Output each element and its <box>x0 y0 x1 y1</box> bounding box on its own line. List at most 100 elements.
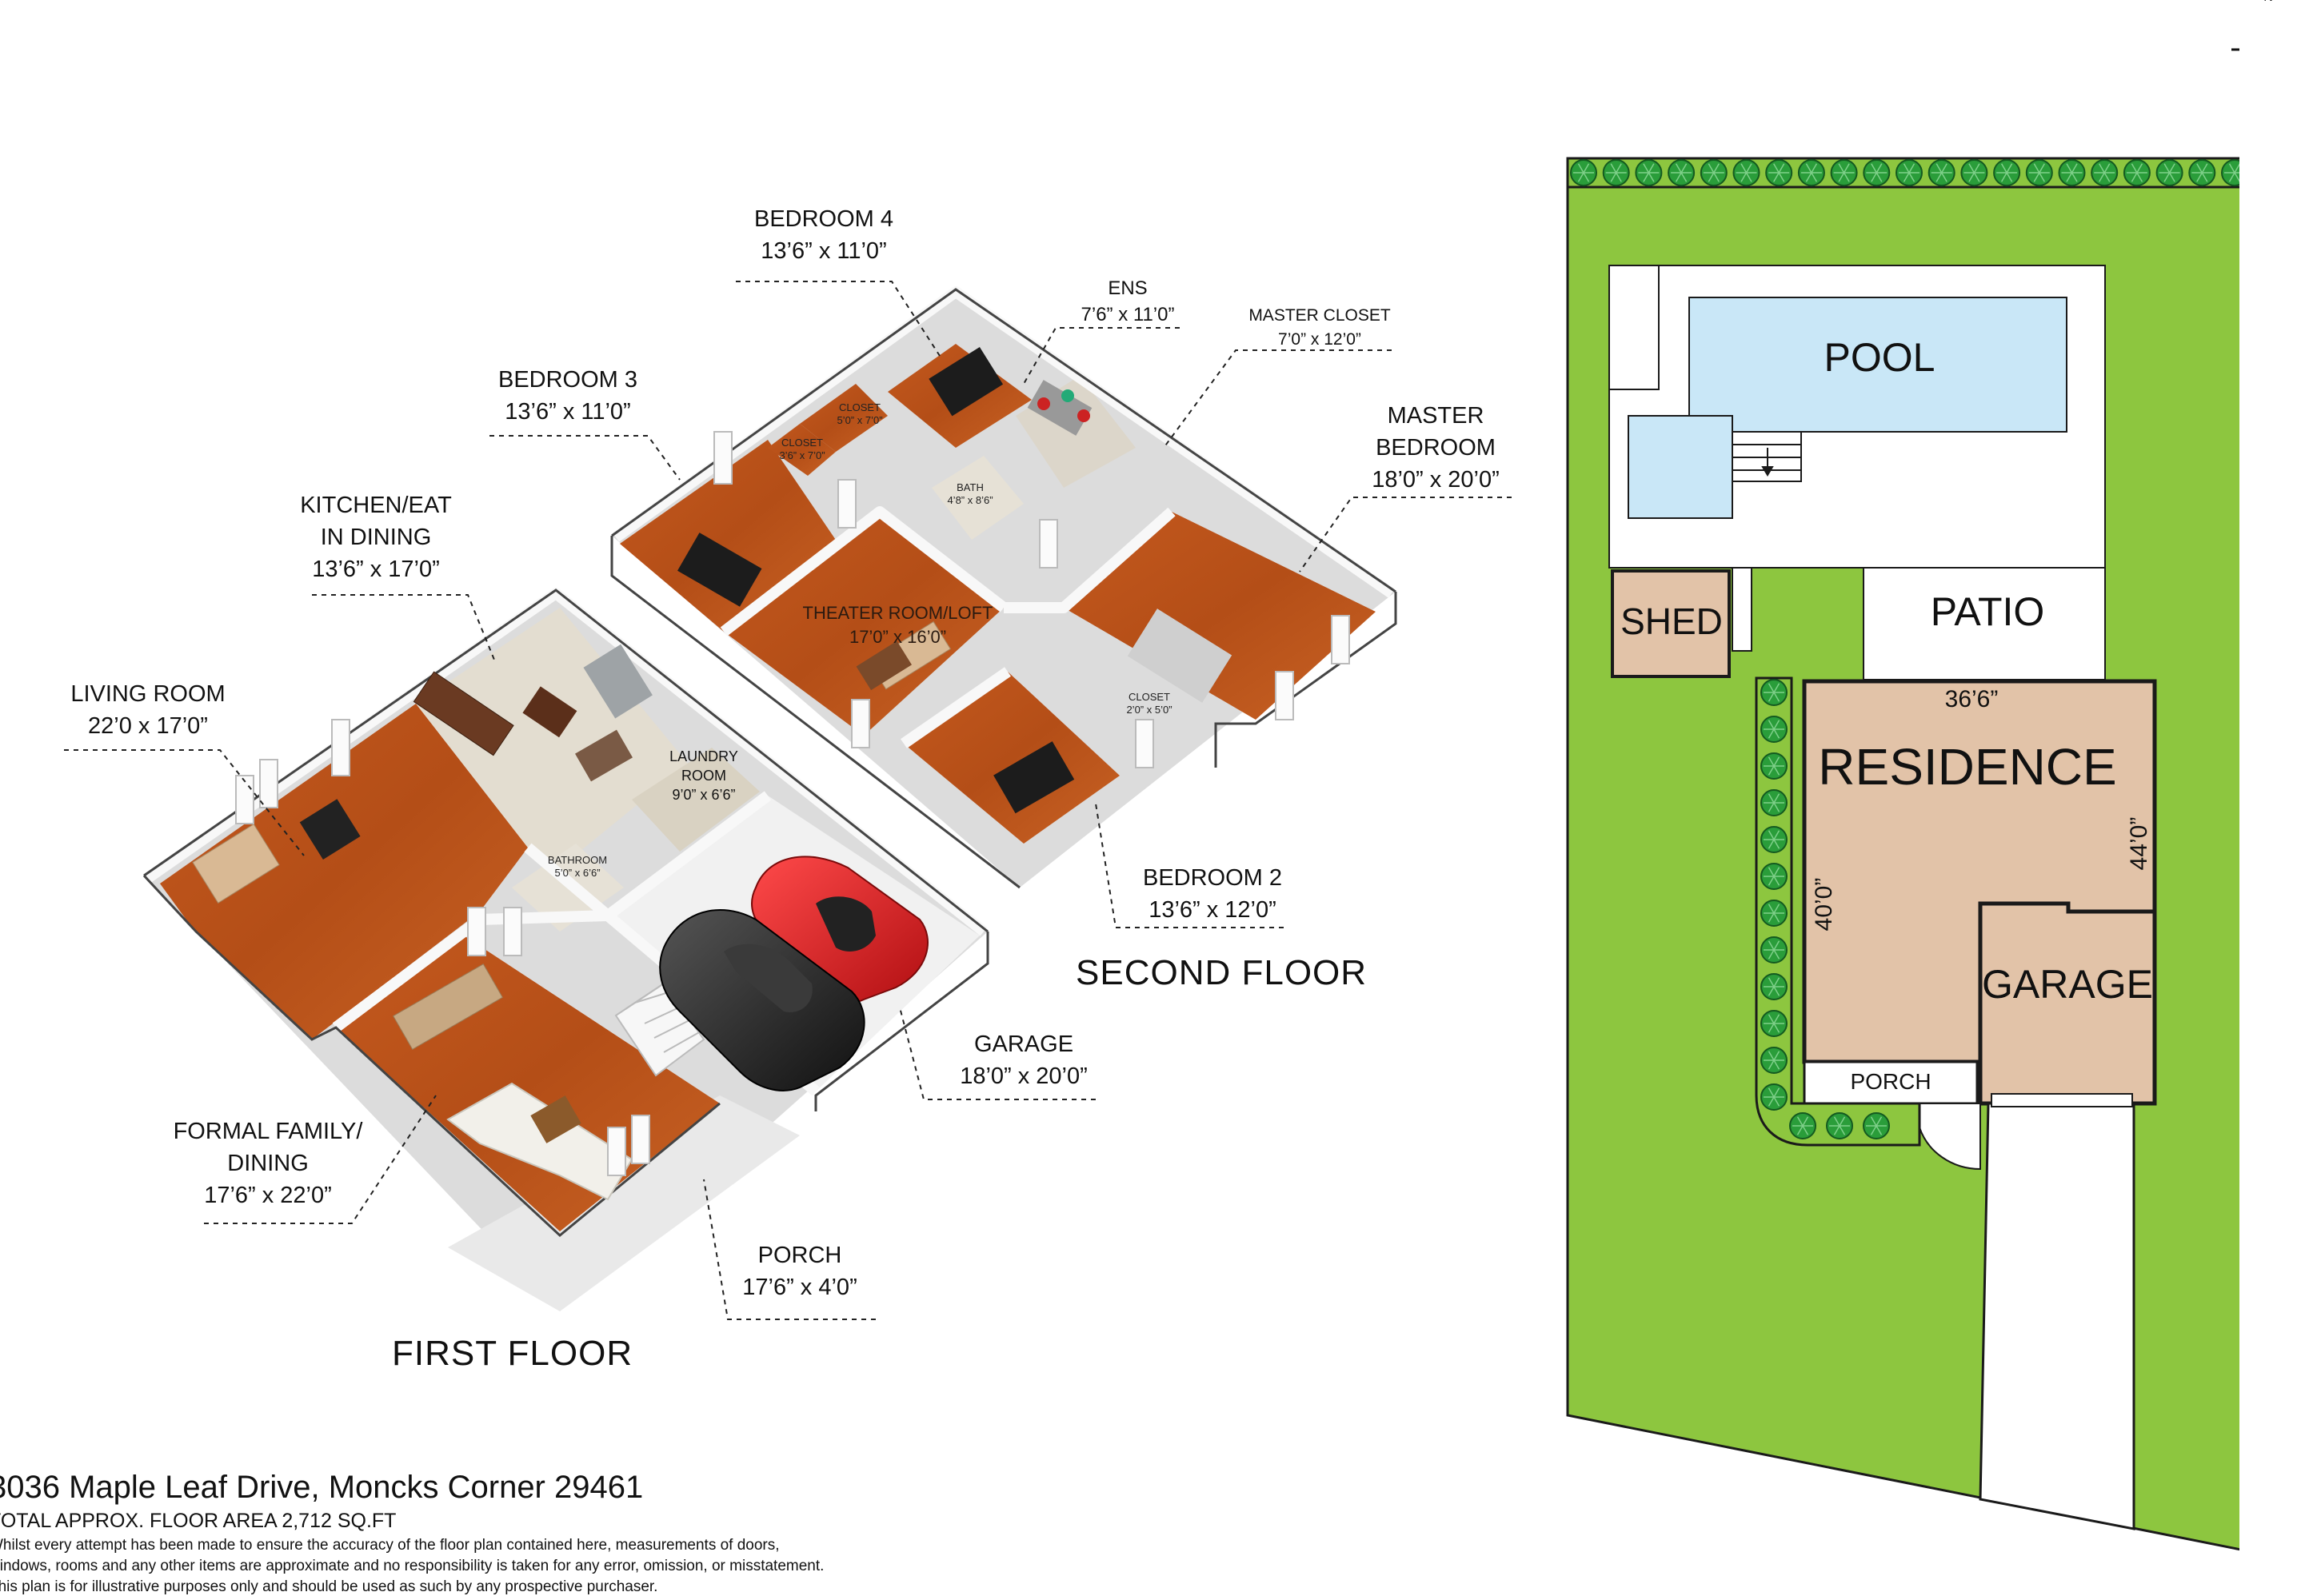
theater-label: THEATER ROOM/LOFT 17’0” x 16’0” <box>796 601 1000 649</box>
porch-name: PORCH <box>757 1243 842 1268</box>
bed-master <box>1127 608 1232 703</box>
bedroom3-name: BEDROOM 3 <box>497 367 638 393</box>
formal-dining-label: FORMAL FAMILY/ DINING 17’6” x 22’0” <box>160 1115 376 1211</box>
site-porch <box>1803 1060 1979 1105</box>
closet-b-floor <box>768 424 836 476</box>
second-floor-title: SECOND FLOOR <box>1076 953 1368 992</box>
bedroom4-label: BEDROOM 4 13’6” x 11’0” <box>744 203 904 267</box>
laundry-name-2: ROOM <box>681 768 726 784</box>
garage-label: GARAGE 18’0” x 20’0” <box>944 1028 1104 1092</box>
hedge-shrub-icon <box>1863 159 1891 186</box>
north-arrow-icon <box>2231 48 2239 51</box>
bathroom-name: BATHROOM <box>547 854 608 866</box>
pool-deck-side <box>1608 265 1660 390</box>
bedroom3-label: BEDROOM 3 13’6” x 11’0” <box>488 364 648 428</box>
hedge-shrub-icon <box>1668 159 1696 186</box>
bath-label: BATH 4’8” x 8’6” <box>934 481 1006 507</box>
site-plan <box>1566 48 2239 1551</box>
hedge-shrub-icon <box>1602 159 1630 186</box>
hedge-shrub-icon <box>1760 1083 1788 1111</box>
formal-dining-name-2: DINING <box>227 1151 309 1176</box>
bedroom4-dim: 13’6” x 11’0” <box>761 238 887 264</box>
porch-dim: 17’6” x 4’0” <box>742 1275 857 1300</box>
site-pool-label: POOL <box>1824 335 1935 380</box>
site-patio-label: PATIO <box>1930 589 2045 634</box>
living-room-label: LIVING ROOM 22’0 x 17’0” <box>64 678 232 742</box>
bath-name: BATH <box>957 481 984 493</box>
bed-bedroom3 <box>677 533 762 607</box>
hedge-shrub-icon <box>1700 159 1728 186</box>
bedroom3-dim: 13’6” x 11’0” <box>505 399 631 425</box>
master-bedroom-dim: 18’0” x 20’0” <box>1372 467 1500 493</box>
living-room-dim: 22’0 x 17’0” <box>88 713 208 739</box>
hedge-shrub-icon <box>1760 863 1788 890</box>
hedge-shrub-icon <box>1760 789 1788 816</box>
kitchen-floor <box>416 608 688 868</box>
hedge-shrub-icon <box>1993 159 2021 186</box>
sofa-living <box>192 824 280 904</box>
site-dim-left: 40’0” <box>1811 877 1837 932</box>
master-bedroom-label: MASTER BEDROOM 18’0” x 20’0” <box>1352 400 1520 496</box>
north-label: N <box>2260 0 2276 5</box>
walkway <box>1907 1103 1981 1171</box>
bedroom2-name: BEDROOM 2 <box>1142 865 1283 891</box>
hedge-shrub-icon <box>1760 716 1788 743</box>
living-room-floor <box>160 704 528 1039</box>
hedge-shrub-icon <box>1760 1047 1788 1074</box>
hedge-shrub-icon <box>1760 1010 1788 1037</box>
hedge-shrub-icon <box>1635 159 1663 186</box>
hedge-shrub-icon <box>1863 1112 1890 1139</box>
bedroom4-name: BEDROOM 4 <box>753 206 894 232</box>
back-hedge <box>1570 159 2239 186</box>
hedge-shrub-icon <box>1927 159 1955 186</box>
hedge-shrub-icon <box>1732 159 1760 186</box>
bathroom-label: BATHROOM 5’0” x 6’6” <box>537 854 617 880</box>
formal-dining-name-1: FORMAL FAMILY/ <box>173 1119 363 1144</box>
hedge-shrub-icon <box>1797 159 1825 186</box>
closet-a-name: CLOSET <box>838 401 881 413</box>
closet-b-label: CLOSET 3’6” x 7’0” <box>766 437 838 462</box>
hedge-shrub-icon <box>2058 159 2086 186</box>
hedge-shrub-icon <box>1760 679 1788 706</box>
kitchen-dim: 13’6” x 17’0” <box>312 557 440 582</box>
shed <box>1611 569 1731 678</box>
closet-b-dim: 3’6” x 7’0” <box>779 449 825 461</box>
master-bedroom-name-1: MASTER <box>1387 403 1484 429</box>
bedroom2-floor <box>904 672 1120 844</box>
hedge-shrub-icon <box>1760 900 1788 927</box>
theater-name: THEATER ROOM/LOFT <box>802 603 993 623</box>
dining-table-kitchen <box>575 729 633 782</box>
second-floor-model <box>610 286 1397 889</box>
closet-c-label: CLOSET 2’0” x 5’0” <box>1113 691 1185 716</box>
site-dim-right: 44’0” <box>2126 816 2152 871</box>
garage-dim: 18’0” x 20’0” <box>960 1063 1088 1089</box>
living-room-name: LIVING ROOM <box>70 681 226 707</box>
closet-a-floor <box>800 384 888 452</box>
master-bedroom-name-2: BEDROOM <box>1376 435 1496 461</box>
first-floor-title: FIRST FLOOR <box>392 1334 633 1373</box>
patio <box>1863 567 2106 680</box>
kitchen-name-2: IN DINING <box>320 525 432 550</box>
bathroom-dim: 5’0” x 6’6” <box>554 867 601 879</box>
first-floor-model <box>142 588 989 1311</box>
black-car <box>659 908 865 1091</box>
hedge-shrub-icon <box>1760 936 1788 964</box>
leader-lines <box>64 281 1512 1320</box>
footer-address: 3036 Maple Leaf Drive, Moncks Corner 294… <box>0 1470 644 1505</box>
fridge <box>583 644 653 719</box>
hedge-shrub-icon <box>1760 826 1788 853</box>
master-closet-label: MASTER CLOSET 7’0” x 12’0” <box>1232 304 1408 352</box>
bedroom2-dim: 13’6” x 12’0” <box>1149 897 1276 923</box>
closet-b-name: CLOSET <box>781 437 823 449</box>
hedge-shrub-icon <box>1830 159 1858 186</box>
hedge-shrub-icon <box>2188 159 2216 186</box>
theater-floor <box>724 512 1004 736</box>
hedge-shrub-icon <box>2025 159 2053 186</box>
kitchen-name-1: KITCHEN/EAT <box>300 493 452 518</box>
hedge-shrub-icon <box>1570 159 1597 186</box>
first-floor-porch-slab <box>448 1095 800 1311</box>
bed-bedroom4 <box>929 346 1004 417</box>
shed-door <box>1732 567 1752 652</box>
hedge-shrub-icon <box>1760 752 1788 780</box>
